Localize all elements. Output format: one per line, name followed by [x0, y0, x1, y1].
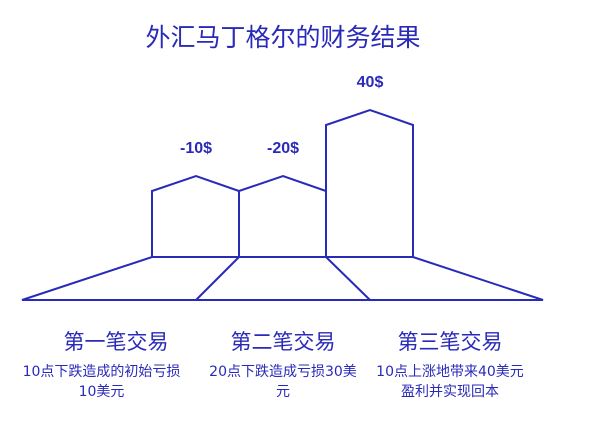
bar-trade-2: [238, 174, 327, 258]
trade-description-1: 10点下跌造成的初始亏损10美元: [22, 364, 181, 400]
trade-heading-1: 第一笔交易: [63, 330, 169, 354]
trade-heading-3: 第三笔交易: [397, 330, 503, 354]
value-label-trade-1: -10$: [179, 140, 213, 157]
trade-description-2: 20点下跌造成亏损30美元: [209, 364, 357, 400]
trade-heading-2: 第二笔交易: [230, 330, 336, 354]
trade-description-3: 10点上涨地带来40美元盈利并实现回本: [376, 364, 524, 400]
diagram-title: 外汇马丁格尔的财务结果: [145, 23, 421, 52]
value-label-trade-3: 40$: [356, 74, 384, 91]
bar-trade-3: [325, 108, 414, 258]
bar-trade-1: [151, 174, 240, 258]
base-divider: [325, 256, 371, 301]
base-platform: [21, 256, 544, 301]
base-divider: [195, 256, 240, 301]
value-label-trade-2: -20$: [266, 140, 300, 157]
